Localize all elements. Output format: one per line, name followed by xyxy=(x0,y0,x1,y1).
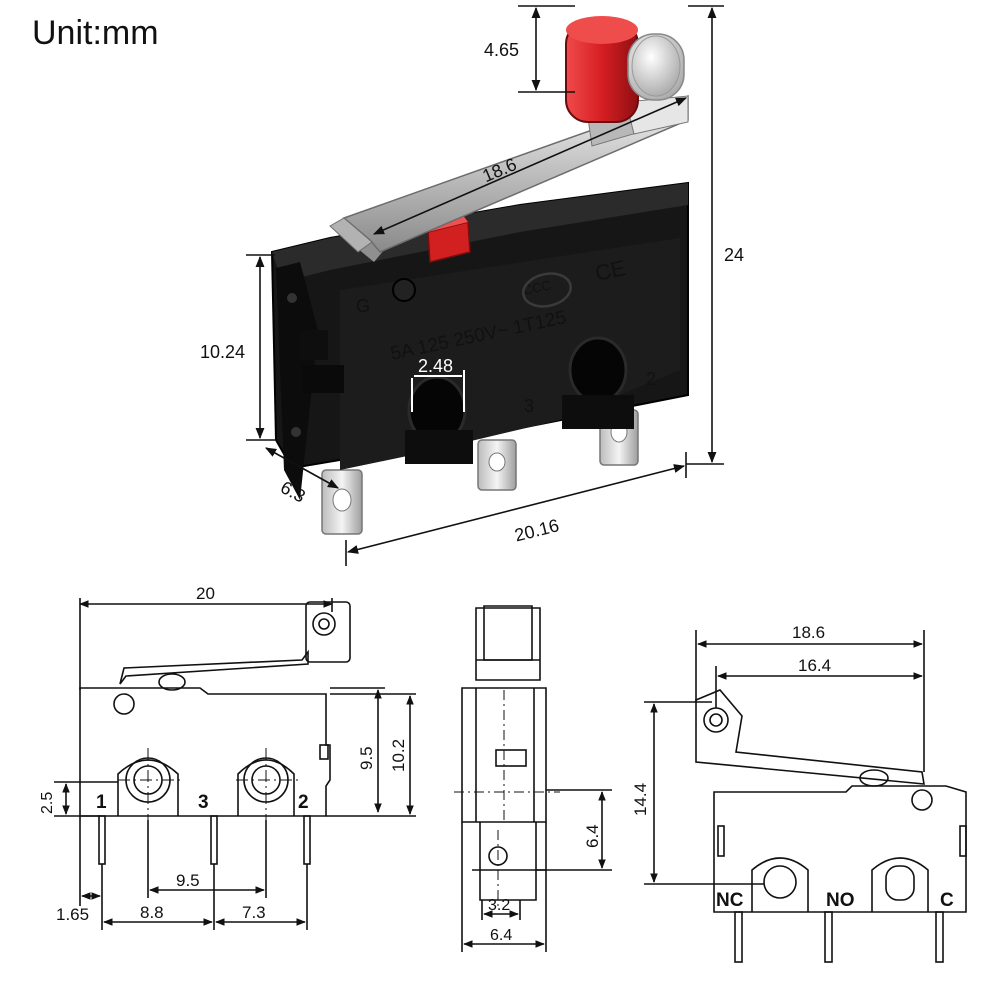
mark-pin-3: 3 xyxy=(524,396,534,416)
right-pin-label-c: C xyxy=(940,890,954,911)
front-lever xyxy=(119,649,309,685)
front-boss-1 xyxy=(117,759,179,816)
ce-mark: CE xyxy=(593,255,628,286)
dim-height-102: 10.2 xyxy=(389,739,408,772)
front-boss-2 xyxy=(237,759,295,816)
dim-pitch-left: 8.8 xyxy=(140,903,164,922)
dim-overall-length: 20 xyxy=(196,584,215,603)
side-view-drawing xyxy=(454,605,612,952)
switch-photo: G 5A 125 250V~ 1Т125 CCC CE 3 2 xyxy=(270,16,689,535)
dim-side-hole-height: 6.4 xyxy=(583,824,602,848)
front-pin-1 xyxy=(98,815,106,865)
dim-side-thickness: 6.4 xyxy=(490,927,512,944)
dim-edge-offset: 1.65 xyxy=(56,905,89,924)
mark-g: G xyxy=(356,296,370,316)
right-pin-label-nc: NC xyxy=(716,890,744,911)
dim-pitch-right: 7.3 xyxy=(242,903,266,922)
dim-right-lever-length: 18.6 xyxy=(792,623,825,642)
front-view-drawing xyxy=(54,598,416,930)
dim-hole-spacing: 9.5 xyxy=(176,871,200,890)
dim-roller-height: 4.65 xyxy=(484,40,519,60)
right-body-outline xyxy=(713,785,967,913)
roller xyxy=(565,16,685,123)
unit-label: Unit:mm xyxy=(32,14,159,52)
front-pin-label-3: 3 xyxy=(198,792,209,813)
dim-body-length: 20.16 xyxy=(513,515,562,545)
side-view-labels: 6.4 3.2 6.4 xyxy=(488,824,602,944)
front-pin-2 xyxy=(303,815,311,865)
front-body-outline xyxy=(79,687,331,817)
front-pin-label-1: 1 xyxy=(96,792,107,813)
dim-body-height: 10.24 xyxy=(200,342,245,362)
right-pin-no xyxy=(824,911,833,963)
dim-side-hole-width: 3.2 xyxy=(488,897,510,914)
dim-height-95: 9.5 xyxy=(357,746,376,770)
right-pin-label-no: NO xyxy=(826,890,855,911)
dim-total-height: 24 xyxy=(724,245,744,265)
dim-body-thickness: 6.3 xyxy=(277,477,308,506)
mark-pin-2: 2 xyxy=(646,369,656,389)
dim-right-roller-height: 14.4 xyxy=(631,783,650,816)
right-boss-right xyxy=(871,857,929,912)
front-plunger xyxy=(158,673,186,691)
right-pin-nc xyxy=(734,911,743,963)
front-rivet xyxy=(113,693,135,715)
right-view-labels: 18.6 16.4 14.4 NC NO C xyxy=(631,623,954,911)
dim-pin-offset: 2.5 xyxy=(39,792,56,814)
right-view-drawing xyxy=(644,630,967,963)
right-boss-left xyxy=(751,857,809,912)
right-lever xyxy=(695,689,925,785)
photo-dimensions xyxy=(246,5,724,566)
front-roller-bracket xyxy=(305,601,351,663)
dim-right-lever-pivot: 16.4 xyxy=(798,656,831,675)
dim-hole-diameter: 2.48 xyxy=(418,356,453,376)
front-pin-3 xyxy=(210,815,218,865)
front-view-labels: 20 9.5 10.2 2.5 9.5 1.65 8.8 7.3 1 3 2 xyxy=(39,584,408,924)
right-pin-c xyxy=(935,911,944,963)
front-pin-label-2: 2 xyxy=(298,792,309,813)
